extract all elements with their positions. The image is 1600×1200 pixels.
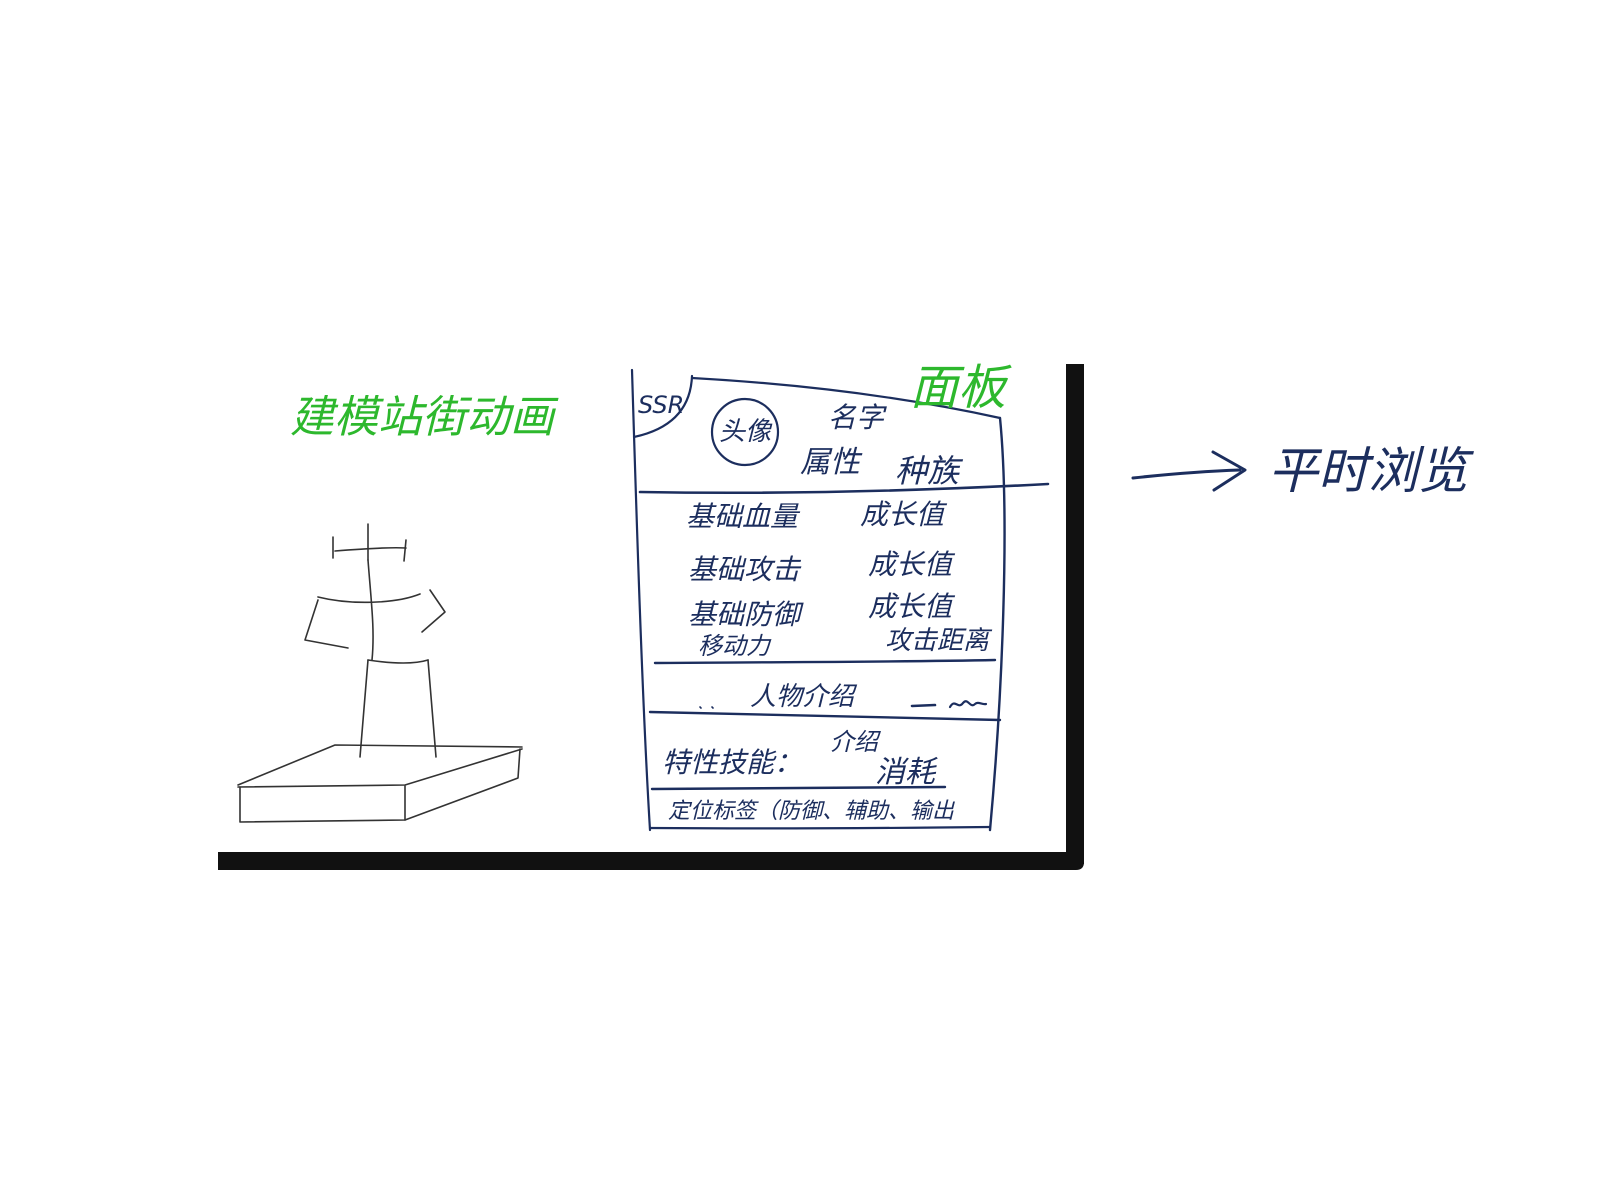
panel-top-border <box>690 376 1002 420</box>
stat-value-defense-growth: 成长值 <box>868 590 953 623</box>
figure-hips <box>367 659 429 664</box>
modeling-animation-note: 建模站街动画 <box>290 392 554 443</box>
avatar: 头像 <box>719 417 772 447</box>
figure-spine <box>367 559 374 661</box>
arrow-right-icon <box>1131 450 1247 492</box>
browse-label: 平时浏览 <box>1268 442 1468 500</box>
trait-skill-label: 特性技能： <box>662 746 803 779</box>
figure-right-arm <box>421 589 446 633</box>
stick-figure <box>304 523 446 758</box>
panel-divider-stats <box>653 658 997 665</box>
stat-value-attack-growth: 成长值 <box>868 548 953 581</box>
figure-head-line <box>334 546 407 552</box>
panel-divider-header <box>638 482 1050 495</box>
race-label: 种族 <box>895 452 960 490</box>
avatar-circle <box>710 397 780 467</box>
character-name: 名字 <box>828 401 885 434</box>
attribute-label: 属性 <box>800 445 860 480</box>
intro-scribble <box>948 700 988 709</box>
pedestal-right-face <box>404 748 521 821</box>
panel-left-border <box>630 368 652 832</box>
skill-intro: 介绍 <box>830 728 878 756</box>
panel-divider-intro <box>648 710 1002 722</box>
pedestal <box>237 744 523 823</box>
pedestal-top-front <box>237 748 523 788</box>
panel-divider-bottom <box>648 825 992 830</box>
panel-outline <box>630 368 1050 832</box>
figure-left-arm <box>304 599 349 649</box>
intro-dash <box>910 703 937 708</box>
screen-frame <box>218 364 1084 870</box>
panel-divider-skill <box>650 785 947 791</box>
stat-value-hp-growth: 成长值 <box>860 498 945 531</box>
intro-dots <box>699 706 714 709</box>
skill-cost: 消耗 <box>875 755 935 790</box>
figure-head-right <box>403 539 407 562</box>
panel-note: 面板 <box>910 360 1007 416</box>
figure-shoulders <box>317 593 421 604</box>
pedestal-front-face <box>239 785 406 823</box>
rarity-badge: SSR <box>638 391 685 419</box>
screen-frame-bottom-edge <box>218 852 1084 870</box>
stat-label-attack: 基础攻击 <box>688 553 801 586</box>
character-intro: 人物介绍 <box>750 682 855 712</box>
figure-left-leg <box>359 659 369 758</box>
screen-frame-right-edge <box>1066 364 1084 864</box>
pedestal-top-back <box>237 744 523 786</box>
panel-right-border <box>988 416 1006 832</box>
figure-right-leg <box>427 659 437 758</box>
stat-label-defense: 基础防御 <box>688 598 801 631</box>
stat-label-hp: 基础血量 <box>686 500 799 533</box>
stat-label-movement: 移动力 <box>698 632 770 660</box>
role-tags: 定位标签（防御、辅助、输出 <box>668 799 955 824</box>
rarity-corner-arc <box>632 374 694 439</box>
stat-value-attack-range: 攻击距离 <box>885 626 990 656</box>
